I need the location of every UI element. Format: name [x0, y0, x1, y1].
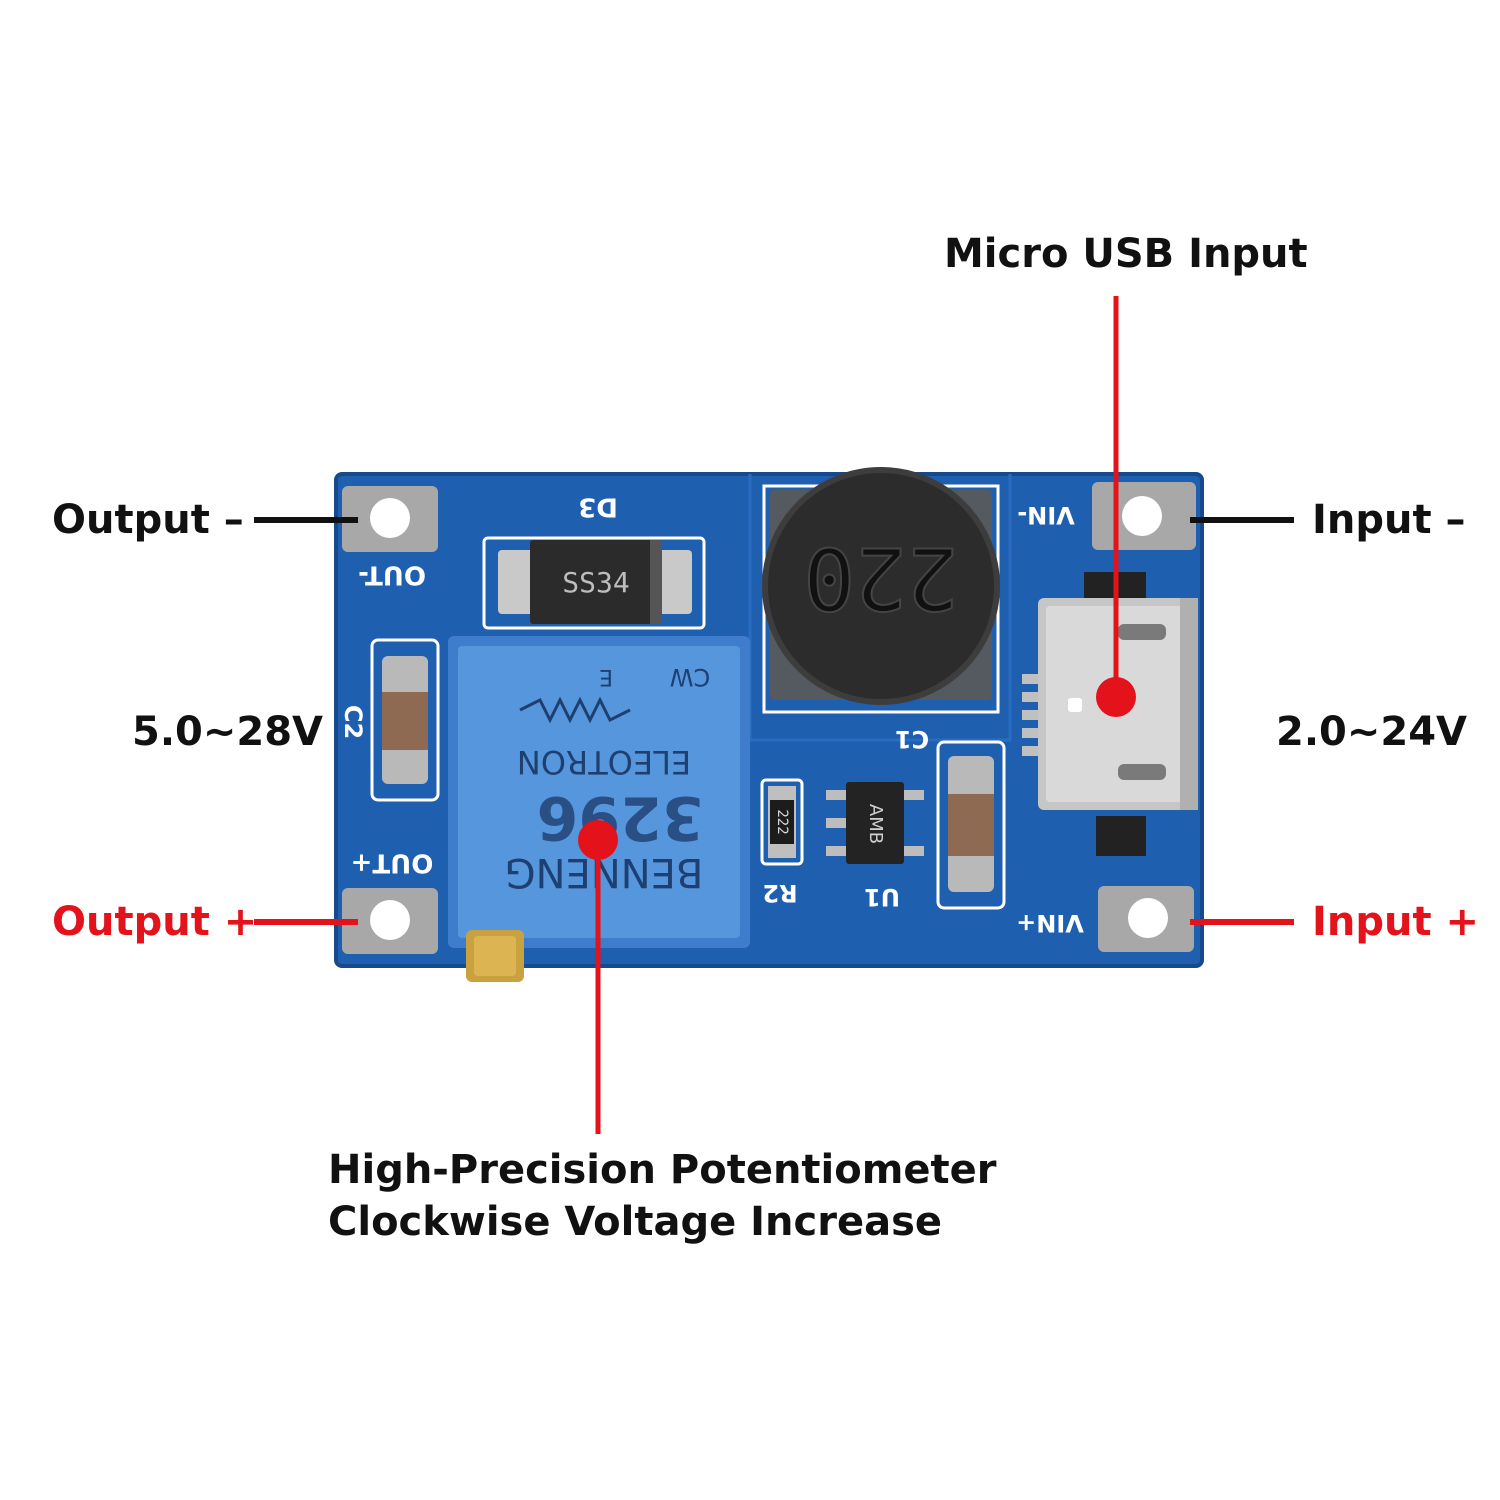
- silk-vin-minus: VIN-: [1017, 501, 1075, 529]
- silk-vin-plus: VIN+: [1016, 909, 1084, 937]
- label-input-range: 2.0~24V: [1276, 709, 1467, 755]
- pot-e: E: [599, 664, 613, 689]
- label-output-plus: Output +: [52, 899, 258, 945]
- label-input-minus: Input –: [1312, 497, 1466, 543]
- pot-brand2: ELEOTRON: [517, 743, 691, 781]
- label-output-range: 5.0~28V: [132, 709, 323, 755]
- silk-c1: C1: [895, 725, 929, 753]
- silk-out-plus: OUT+: [351, 848, 434, 878]
- silk-c2: C2: [339, 705, 367, 739]
- inductor-marking: 220: [803, 528, 958, 628]
- pad-out-plus: [342, 888, 438, 954]
- chip-u1: AMB: [826, 782, 924, 864]
- leader-lines: [254, 296, 1294, 1134]
- diode-ss34: SS34: [498, 540, 692, 624]
- chip-marking: AMB: [865, 804, 886, 844]
- pad-vin-minus: [1092, 482, 1196, 550]
- label-micro-usb-input: Micro USB Input: [944, 231, 1308, 277]
- diode-marking: SS34: [562, 566, 629, 599]
- capacitor-c1: [948, 756, 994, 892]
- silk-out-minus: OUT-: [358, 560, 426, 590]
- inductor-220: 220: [762, 467, 1000, 714]
- capacitor-c2: [382, 656, 428, 784]
- label-input-plus: Input +: [1312, 899, 1480, 945]
- pad-vin-plus: [1098, 886, 1194, 952]
- silk-u1: U1: [864, 883, 900, 911]
- label-pot-line1: High-Precision Potentiometer: [328, 1147, 997, 1193]
- pot-model: 3296: [537, 782, 704, 852]
- silk-d3: D3: [578, 492, 618, 522]
- pot-cw: CW: [670, 663, 711, 691]
- silk-labels: D3 OUT- OUT+ VIN- VIN+ C1 C2 R2 U1: [339, 492, 1084, 938]
- silk-r2: R2: [762, 879, 797, 907]
- resistor-r2: 222: [768, 786, 796, 858]
- label-output-minus: Output –: [52, 497, 244, 543]
- potentiometer-3296: CW E ELEOTRON 3296 BENNENG: [448, 636, 750, 982]
- label-pot-line2: Clockwise Voltage Increase: [328, 1199, 943, 1245]
- pad-out-minus: [342, 486, 438, 552]
- resistor-marking: 222: [774, 809, 790, 834]
